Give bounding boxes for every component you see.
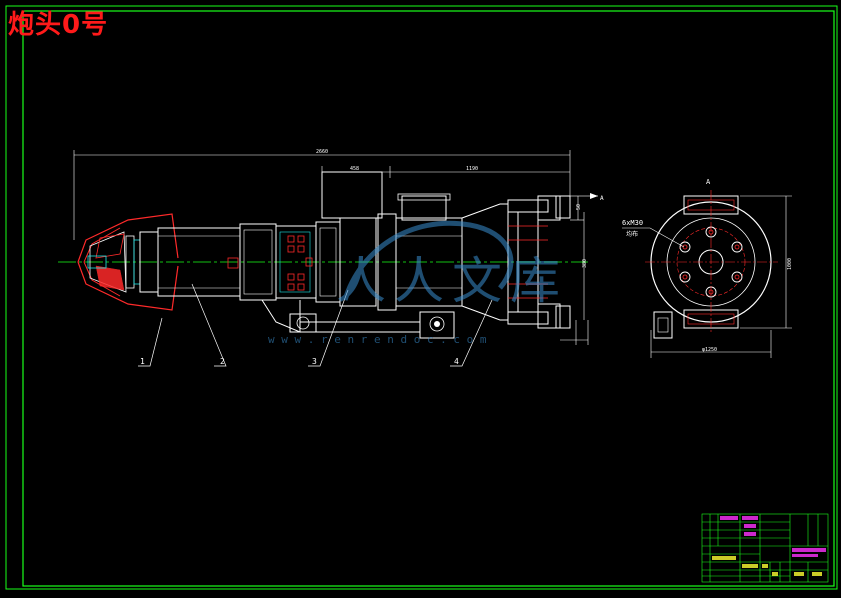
part-label-2: 2 — [220, 357, 225, 366]
dim-view-width: φ1250 — [702, 347, 717, 353]
title-block-yellow — [712, 556, 822, 576]
watermark-logo-text: 人人文库 — [336, 252, 568, 310]
dim-overall-length: 2660 — [316, 149, 328, 155]
title-block-fill — [720, 516, 826, 557]
watermark: 人人文库 w w w . r e n r e n d o c . c o m — [268, 220, 568, 346]
outer-frame — [5, 5, 838, 590]
section-arrow — [590, 193, 598, 199]
dimension-texts: 2660 458 1190 50 380 — [316, 149, 588, 268]
bolt-spec: 6xM30 — [622, 219, 643, 227]
side-view-texts: A φ1250 1000 6xM30 均布 — [622, 178, 793, 353]
leader-lines — [138, 283, 493, 367]
view-label: A — [706, 178, 711, 186]
watermark-url: w w w . r e n r e n d o c . c o m — [268, 333, 487, 346]
part-label-4: 4 — [454, 357, 459, 366]
bolt-note: 均布 — [626, 230, 638, 238]
dim-mid-height: 380 — [582, 259, 588, 268]
inner-frame — [22, 10, 835, 587]
head-assembly — [395, 193, 571, 339]
section-label: A — [600, 195, 604, 202]
dim-view-height: 1000 — [787, 258, 793, 270]
part-number-labels: 1 2 3 4 — [140, 357, 459, 366]
part-label-1: 1 — [140, 357, 145, 366]
dim-seg-a: 458 — [350, 166, 359, 172]
side-view-dimensions — [622, 195, 792, 358]
dimension-lines — [73, 150, 598, 345]
drawing-title: 炮头0号 — [8, 10, 109, 40]
title-block — [701, 513, 829, 583]
side-view — [645, 190, 778, 339]
dim-right-height: 50 — [576, 204, 582, 210]
nozzle-cone — [77, 213, 179, 311]
part-label-3: 3 — [312, 357, 317, 366]
barrel-cylinder — [139, 223, 301, 333]
dim-seg-b: 1190 — [466, 166, 478, 172]
